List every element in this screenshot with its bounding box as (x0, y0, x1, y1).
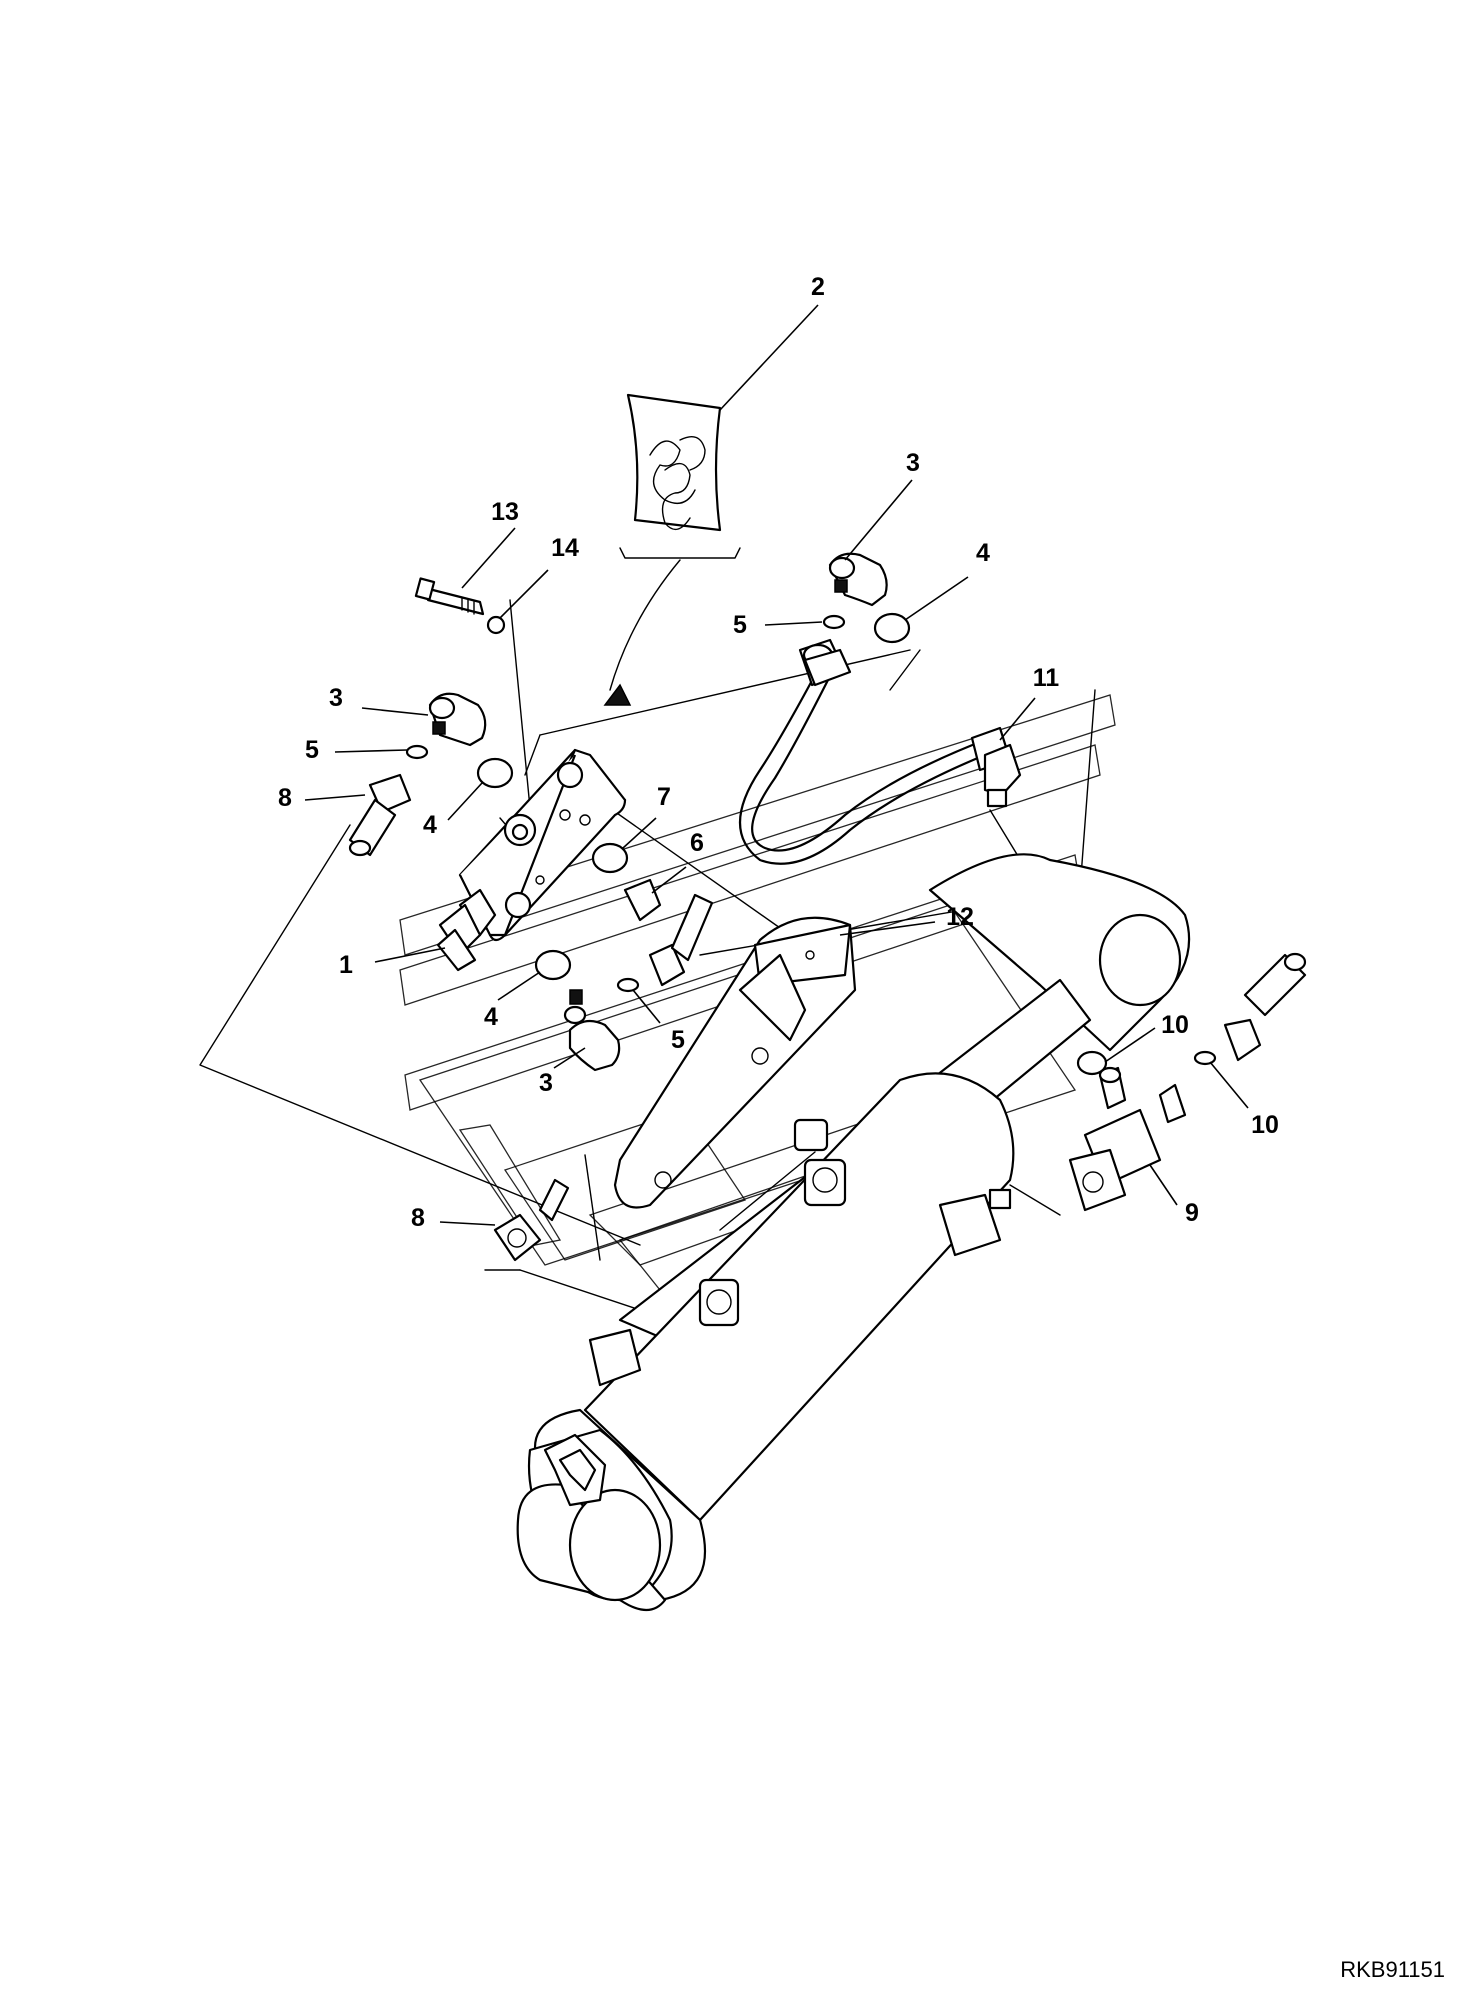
callout-labels: 1 2 3 3 3 4 4 4 5 5 5 6 7 8 8 9 10 10 11… (278, 273, 1279, 1232)
callout-8-bottom: 8 (411, 1204, 425, 1232)
callout-11: 11 (1033, 664, 1060, 692)
hydraulic-cylinder (516, 853, 1191, 1612)
seal-kit-bag-part-2 (603, 393, 741, 706)
callout-13: 13 (491, 498, 519, 526)
callout-5-bottom: 5 (671, 1026, 685, 1054)
callout-5-left: 5 (305, 736, 319, 764)
hose-part-11 (739, 638, 1022, 865)
callout-14: 14 (551, 534, 579, 562)
callout-1: 1 (339, 951, 353, 979)
callout-10-left: 10 (1161, 1011, 1189, 1039)
drawing-number: RKB91151 (1340, 1957, 1445, 1982)
fittings (348, 552, 1307, 1262)
callout-3-bottom: 3 (539, 1069, 553, 1097)
callout-7: 7 (657, 783, 671, 811)
callout-2: 2 (811, 273, 825, 301)
callout-4-left: 4 (423, 811, 437, 839)
callout-4-bottom: 4 (484, 1003, 498, 1031)
bracket-part-12 (613, 916, 857, 1209)
callout-leaders (304, 304, 1249, 1226)
callout-5-top: 5 (733, 611, 747, 639)
callout-3-top: 3 (906, 449, 920, 477)
callout-6: 6 (690, 829, 704, 857)
callout-8-top: 8 (278, 784, 292, 812)
callout-4-right: 4 (976, 539, 990, 567)
valve-block-part-1 (436, 748, 627, 972)
callout-3-left: 3 (329, 684, 343, 712)
callout-9: 9 (1185, 1199, 1199, 1227)
callout-12: 12 (946, 903, 974, 931)
callout-10-right: 10 (1251, 1111, 1279, 1139)
